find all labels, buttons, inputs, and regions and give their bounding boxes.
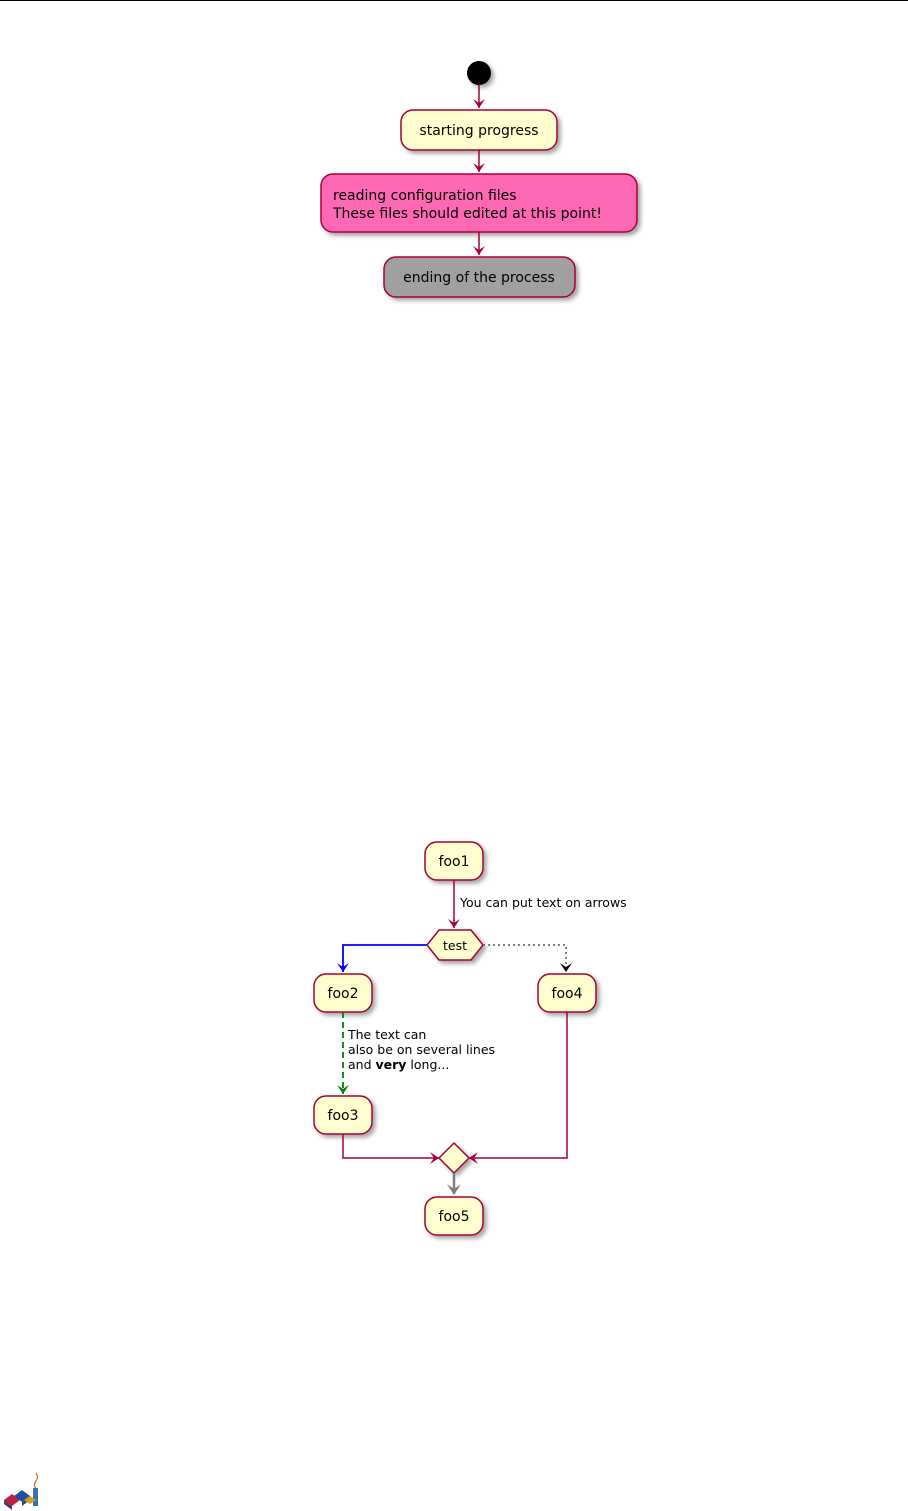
activity-label: foo5 bbox=[439, 1209, 470, 1225]
page-top-rule bbox=[0, 0, 908, 1]
arrow-foo4-to-merge bbox=[469, 1012, 568, 1159]
arrow-test-to-foo4 bbox=[483, 944, 567, 972]
arrowhead bbox=[473, 163, 485, 172]
arrowhead bbox=[337, 963, 349, 972]
activity-label: foo3 bbox=[328, 1108, 359, 1124]
arrowhead bbox=[560, 963, 572, 972]
start-node bbox=[467, 61, 491, 85]
activity-ending-process bbox=[383, 256, 576, 298]
arrowhead bbox=[473, 246, 485, 255]
arrowhead bbox=[448, 919, 460, 928]
merge-diamond bbox=[437, 1141, 471, 1175]
activity-label: foo4 bbox=[552, 986, 583, 1002]
arrowhead bbox=[469, 1152, 478, 1164]
arrow-label-line3: and very long... bbox=[348, 1057, 449, 1072]
activity-label: ending of the process bbox=[403, 270, 555, 286]
activity-label: foo1 bbox=[439, 854, 470, 870]
arrowhead bbox=[447, 1184, 461, 1195]
arrow-test-to-foo2 bbox=[342, 944, 427, 972]
activity-label: foo2 bbox=[328, 986, 359, 1002]
arrow-foo3-to-merge bbox=[342, 1134, 439, 1159]
arrow-label-line2: also be on several lines bbox=[348, 1042, 495, 1057]
activity-label: starting progress bbox=[419, 123, 538, 139]
arrow-label: You can put text on arrows bbox=[459, 895, 627, 910]
diagram-1: starting progress reading configuration … bbox=[320, 61, 638, 298]
diagram-2: foo1 You can put text on arrows test foo… bbox=[313, 841, 627, 1236]
decision-label: test bbox=[443, 938, 467, 953]
arrowhead bbox=[430, 1152, 439, 1164]
activity-foo5 bbox=[424, 1196, 484, 1236]
arrowhead bbox=[337, 1085, 349, 1094]
arrow-label-line1: The text can bbox=[347, 1027, 426, 1042]
activity-label-line2: These files should edited at this point! bbox=[332, 206, 602, 222]
plantuml-logo-icon bbox=[4, 1472, 39, 1510]
activity-label-line1: reading configuration files bbox=[333, 188, 517, 204]
arrowhead bbox=[473, 99, 485, 108]
